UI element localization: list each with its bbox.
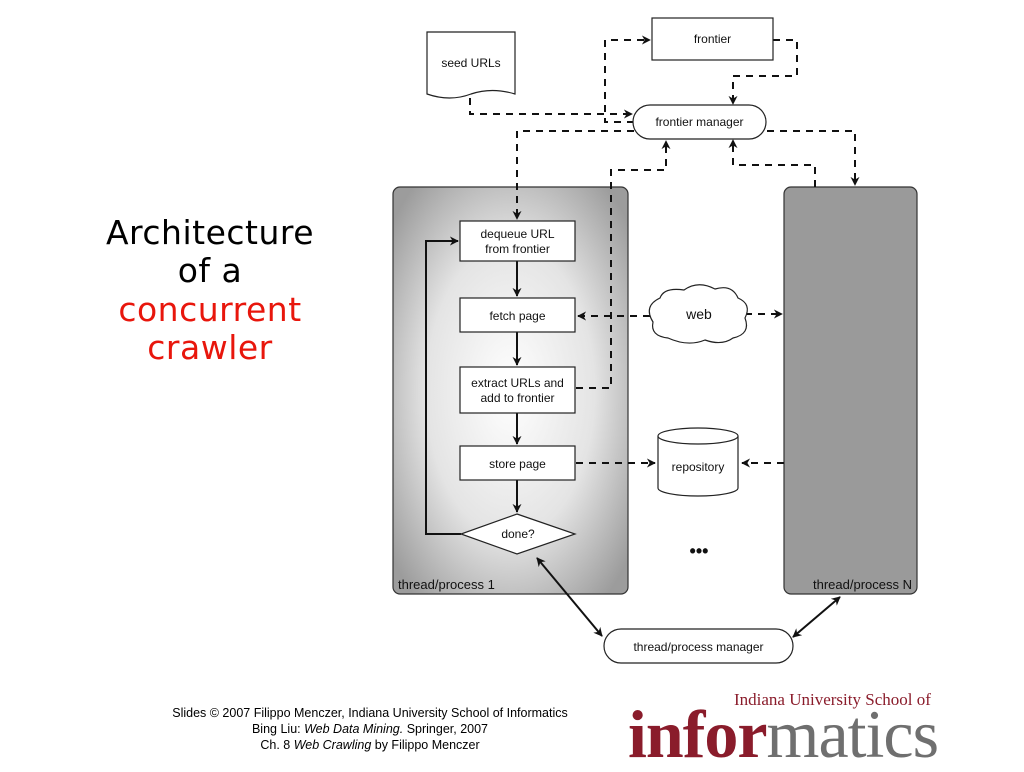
repository-label: repository [672,460,725,474]
frontier-manager-node: frontier manager [632,104,767,140]
thread-n-to-manager-arrow [728,139,816,187]
seed-to-frontier-manager-arrow [469,98,633,119]
frontier-manager-label: frontier manager [655,115,743,129]
credits-chapter-title: Web Crawling [293,738,372,752]
thread-n-panel [783,186,918,595]
seed-urls-document: seed URLs [426,31,516,99]
frontier-to-manager-arrow [728,39,798,105]
credits-line-3-prefix: Ch. 8 [260,738,294,752]
logo-wordmark: informatics [628,700,939,768]
credits-line-3: Ch. 8 Web Crawling by Filippo Menczer [80,737,660,753]
credits-line-2: Bing Liu: Web Data Mining. Springer, 200… [80,721,660,737]
extract-label-line-1: extract URLs and [471,376,564,390]
extract-to-manager-arrow [576,140,671,389]
slide-credits: Slides © 2007 Filippo Menczer, Indiana U… [80,705,660,753]
logo-school-line: Indiana University School of [734,690,931,709]
seed-urls-label: seed URLs [441,56,500,70]
manager-to-dequeue-arrow [512,130,634,220]
logo-wordmark-part-2: matics [766,696,940,772]
thread-manager-node: thread/process manager [603,628,794,664]
title-line-1: Architecture [105,213,315,252]
dequeue-url-box: dequeue URL from frontier [459,220,576,262]
web-label: web [685,306,712,322]
title-line-2: of a [177,251,243,291]
thread-1-manager-arrow [536,557,603,637]
fetch-page-box: fetch page [459,297,576,333]
frontier-box: frontier [651,17,774,61]
title-line-3: concurrent [118,289,302,329]
extract-urls-box: extract URLs and add to frontier [459,366,576,414]
dequeue-label-line-1: dequeue URL [480,227,554,241]
web-cloud: web [648,284,748,344]
manager-to-frontier-arrow [604,35,651,123]
extract-label-line-2: add to frontier [480,391,554,405]
done-label: done? [501,527,535,541]
logo-wordmark-part-1: infor [628,696,768,772]
fetch-page-label: fetch page [489,309,545,323]
credits-line-2-prefix: Bing Liu: [251,722,305,736]
informatics-logo: Indiana University School of informatics [628,690,1012,768]
frontier-label: frontier [694,32,731,46]
thread-1-label: thread/process 1 [398,577,495,592]
thread-manager-label: thread/process manager [633,640,763,654]
more-threads-ellipsis: ••• [690,541,709,561]
slide-title: Architecture of a concurrent crawler [60,213,360,367]
credits-line-2-suffix: Springer, 2007 [403,722,489,736]
store-page-box: store page [459,445,576,481]
manager-to-thread-n-arrow [767,130,860,186]
store-page-label: store page [489,457,546,471]
credits-book-title: Web Data Mining. [304,722,404,736]
done-loop-back-arrow [425,236,461,535]
thread-n-manager-arrow [792,596,841,638]
thread-n-label: thread/process N [813,577,912,592]
repository-cylinder: repository [657,427,739,497]
credits-line-3-suffix: by Filippo Menczer [371,738,480,752]
title-line-4: crawler [147,327,273,367]
credits-line-1: Slides © 2007 Filippo Menczer, Indiana U… [172,706,568,720]
dequeue-label-line-2: from frontier [485,242,550,256]
done-decision: done? [459,513,577,555]
